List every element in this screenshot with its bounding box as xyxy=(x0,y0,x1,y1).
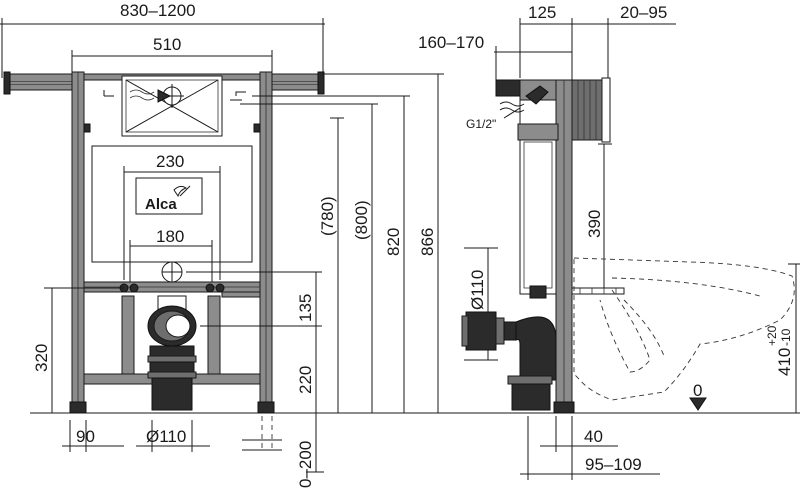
toilet-bowl-outline xyxy=(573,257,795,401)
dim-height-820: 820 xyxy=(384,228,403,256)
dim-height-135: 135 xyxy=(296,294,315,322)
brand-logo xyxy=(135,177,203,215)
dim-bowl-tolerance-plus: +20 xyxy=(765,325,779,346)
dim-height-780: (780) xyxy=(318,196,337,236)
logo-text: Alca xyxy=(145,196,177,213)
dim-height-800: (800) xyxy=(352,200,371,240)
side-view: 125 20–95 160–170 G1/2" xyxy=(418,3,800,480)
drain-bend xyxy=(515,316,557,381)
left-arm xyxy=(5,73,73,83)
dim-offset-40: 40 xyxy=(584,427,603,446)
dim-pipe-110: Ø110 xyxy=(468,270,487,310)
drain-pipe-side xyxy=(511,383,551,411)
dim-bowl-height: 410 xyxy=(775,348,794,376)
front-view: 830–1200 510 xyxy=(0,1,444,488)
dim-overall-width: 830–1200 xyxy=(120,1,196,20)
dim-height-866: 866 xyxy=(418,228,437,256)
drain-outlet-pipe xyxy=(151,377,193,411)
dim-outlet-110: Ø110 xyxy=(146,427,186,446)
floor-level-marker xyxy=(689,397,707,411)
bird-icon xyxy=(173,185,188,198)
right-arm xyxy=(271,73,323,83)
dim-height-220: 220 xyxy=(296,366,315,394)
dim-bolt-spacing-wide: 230 xyxy=(156,152,184,171)
inlet-valve-icon xyxy=(525,85,549,105)
label-g12-connection: G1/2" xyxy=(466,117,496,131)
dim-bowl-tolerance-minus: -10 xyxy=(779,328,793,346)
dim-height-320: 320 xyxy=(32,344,51,372)
dim-offset-95-109: 95–109 xyxy=(585,455,642,474)
dim-frame-width: 510 xyxy=(153,35,181,54)
dim-foot-90: 90 xyxy=(76,427,95,446)
dim-depth-160-170: 160–170 xyxy=(418,33,484,52)
dim-below-floor: 0–200 xyxy=(296,441,315,488)
dim-depth-20-95: 20–95 xyxy=(620,3,667,22)
dim-height-390: 390 xyxy=(585,210,604,238)
dim-bolt-spacing-narrow: 180 xyxy=(156,227,184,246)
label-floor-zero: 0 xyxy=(693,381,702,400)
dim-depth-125: 125 xyxy=(528,3,556,22)
